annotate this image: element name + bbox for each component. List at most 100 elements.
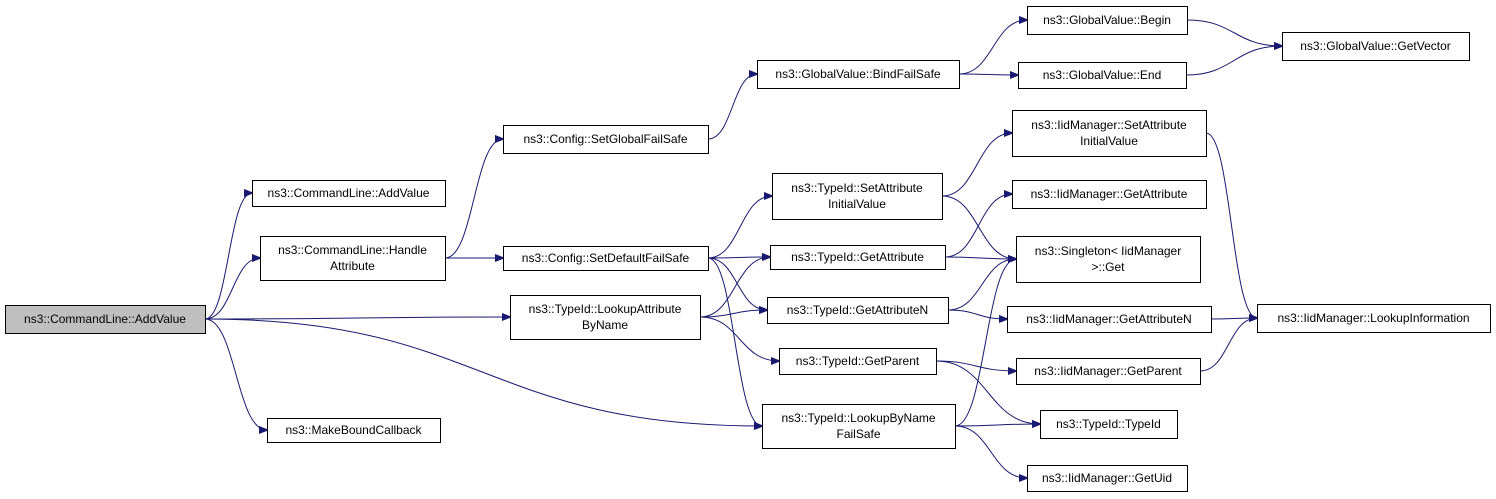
call-edge xyxy=(707,196,772,259)
edge-path xyxy=(954,425,1027,478)
function-node[interactable]: ns3::Config::SetGlobalFailSafe xyxy=(503,125,709,154)
edge-path xyxy=(944,194,1012,258)
call-edge xyxy=(204,317,510,319)
node-label: ns3::GlobalValue::Begin xyxy=(1043,13,1171,27)
call-edge xyxy=(444,139,503,259)
call-edge xyxy=(944,194,1012,258)
call-edge xyxy=(1185,46,1282,76)
node-label: ByName xyxy=(582,318,628,332)
call-edge xyxy=(1199,318,1257,372)
node-label: ns3::Singleton< IidManager xyxy=(1035,244,1181,258)
edge-path xyxy=(204,318,762,426)
node-label: ns3::Config::SetGlobalFailSafe xyxy=(523,132,687,146)
node-label: ns3::IidManager::GetAttribute xyxy=(1031,187,1188,201)
function-node[interactable]: ns3::TypeId::GetAttributeN xyxy=(767,297,949,324)
node-label: ns3::TypeId::GetAttributeN xyxy=(787,303,928,317)
edge-path xyxy=(1199,318,1257,372)
node-box xyxy=(503,125,709,154)
node-box xyxy=(503,246,709,271)
function-node[interactable]: ns3::MakeBoundCallback xyxy=(267,418,441,443)
call-edge xyxy=(699,310,767,318)
node-box xyxy=(1257,304,1491,333)
call-edge xyxy=(954,425,1027,478)
function-node[interactable]: ns3::GlobalValue::Begin xyxy=(1027,6,1188,35)
function-node[interactable]: ns3::Singleton< IidManager>::Get xyxy=(1016,236,1201,283)
call-edge xyxy=(1205,132,1257,318)
edge-path xyxy=(958,20,1027,75)
edge-path xyxy=(707,257,762,426)
node-box xyxy=(1027,6,1188,35)
function-node[interactable]: ns3::CommandLine::AddValue xyxy=(5,305,206,334)
call-edge xyxy=(707,74,757,140)
call-edge xyxy=(699,257,770,318)
function-node[interactable]: ns3::IidManager::LookupInformation xyxy=(1257,304,1491,333)
node-label: ns3::IidManager::GetParent xyxy=(1034,364,1182,378)
call-edge xyxy=(941,195,1016,259)
edge-path xyxy=(699,257,770,318)
node-label: ns3::IidManager::GetUid xyxy=(1042,471,1172,485)
node-box xyxy=(779,348,937,375)
edge-path xyxy=(1185,46,1282,76)
node-label: ns3::TypeId::SetAttribute xyxy=(791,181,923,195)
edge-path xyxy=(699,310,767,318)
edge-path xyxy=(204,318,267,430)
node-box xyxy=(260,236,446,281)
node-label: FailSafe xyxy=(836,427,880,441)
node-label: ns3::TypeId::LookupByName xyxy=(781,411,935,425)
function-node[interactable]: ns3::GlobalValue::GetVector xyxy=(1282,32,1470,61)
node-box xyxy=(772,173,943,220)
edge-path xyxy=(707,257,767,310)
call-edge xyxy=(954,259,1016,427)
function-node[interactable]: ns3::CommandLine::AddValue xyxy=(252,180,446,207)
node-label: ns3::Config::SetDefaultFailSafe xyxy=(522,251,690,265)
function-node[interactable]: ns3::Config::SetDefaultFailSafe xyxy=(503,246,709,271)
call-edge xyxy=(941,133,1012,197)
node-label: ns3::CommandLine::AddValue xyxy=(268,186,430,200)
edge-path xyxy=(935,360,1016,371)
function-node[interactable]: ns3::TypeId::GetAttribute xyxy=(770,245,946,270)
function-node[interactable]: ns3::IidManager::GetParent xyxy=(1016,358,1201,385)
edge-path xyxy=(204,258,260,320)
function-node[interactable]: ns3::GlobalValue::BindFailSafe xyxy=(757,60,960,89)
call-edge xyxy=(204,318,762,426)
function-node[interactable]: ns3::IidManager::GetAttribute xyxy=(1012,180,1207,209)
node-box xyxy=(767,297,949,324)
edge-path xyxy=(1186,19,1282,46)
function-node[interactable]: ns3::GlobalValue::End xyxy=(1018,62,1187,89)
node-label: ns3::TypeId::GetAttribute xyxy=(791,250,924,264)
call-edge xyxy=(947,309,1007,319)
edge-path xyxy=(707,196,772,259)
function-node[interactable]: ns3::IidManager::SetAttributeInitialValu… xyxy=(1012,110,1207,157)
node-box xyxy=(757,60,960,89)
function-node[interactable]: ns3::IidManager::GetAttributeN xyxy=(1007,306,1212,333)
call-edge xyxy=(204,318,267,430)
call-edge xyxy=(947,259,1016,311)
node-box xyxy=(1016,236,1201,283)
node-label: ns3::GlobalValue::BindFailSafe xyxy=(775,67,941,81)
node-box xyxy=(1018,62,1187,89)
node-label: ns3::IidManager::SetAttribute xyxy=(1031,118,1187,132)
node-box xyxy=(1040,410,1178,439)
call-edge xyxy=(935,360,1040,424)
call-edge xyxy=(944,257,1016,259)
function-node[interactable]: ns3::TypeId::TypeId xyxy=(1040,410,1178,439)
node-label: InitialValue xyxy=(828,197,886,211)
call-edge xyxy=(707,257,770,258)
call-edge xyxy=(1186,19,1282,46)
function-node[interactable]: ns3::IidManager::GetUid xyxy=(1027,465,1188,492)
function-node[interactable]: ns3::TypeId::GetParent xyxy=(779,348,937,375)
edge-path xyxy=(958,74,1018,75)
edge-path xyxy=(444,139,503,259)
edge-path xyxy=(944,257,1016,259)
call-edge xyxy=(204,193,252,320)
node-label: ns3::IidManager::LookupInformation xyxy=(1277,311,1469,325)
node-box xyxy=(5,305,206,334)
edge-path xyxy=(941,195,1016,259)
node-box xyxy=(1016,358,1201,385)
edge-path xyxy=(941,133,1012,197)
